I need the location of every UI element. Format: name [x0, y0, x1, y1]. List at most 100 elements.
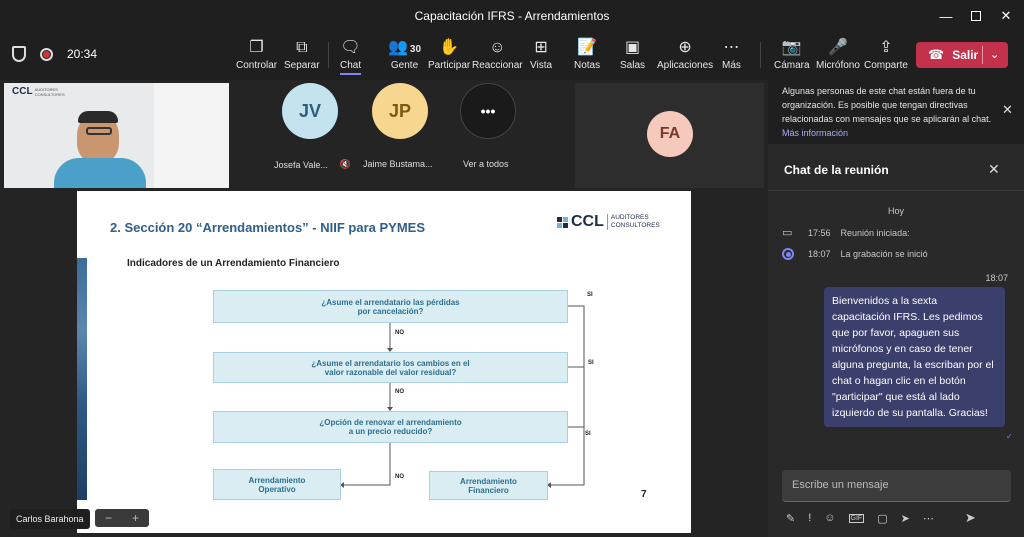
reaction-icon: ☺ — [489, 39, 506, 56]
format-icon[interactable]: ✎ — [786, 512, 796, 525]
loop-icon[interactable]: ➤ — [900, 512, 910, 525]
hangup-icon: ☎ — [928, 47, 945, 62]
microphone-button[interactable]: 🎤 Micrófono — [816, 38, 860, 78]
slide-side-bar — [77, 258, 87, 500]
popout-button[interactable]: ⧉ Separar — [284, 38, 320, 78]
chat-message-text: Bienvenidos a la sexta capacitación IFRS… — [832, 295, 994, 419]
flow-label-no: NO — [395, 474, 404, 480]
gif-icon[interactable]: GIF — [848, 513, 865, 523]
more-info-link[interactable]: Más información — [782, 128, 849, 138]
logo-sub2: CONSULTORES — [610, 222, 660, 229]
chat-message-bubble[interactable]: Bienvenidos a la sexta capacitación IFRS… — [824, 287, 1005, 427]
notes-button[interactable]: 📝 Notas — [574, 38, 600, 78]
participant-tile[interactable]: JP — [372, 83, 428, 139]
camera-button[interactable]: 📷 Cámara — [774, 38, 810, 78]
chat-event-row: 18:07 La grabación se inició — [782, 248, 928, 260]
avatar: JV — [282, 83, 338, 139]
chevron-down-icon[interactable]: ⌄ — [990, 49, 1000, 61]
logo-sub1: AUDITORES — [610, 214, 649, 221]
speaker-shirt — [54, 158, 146, 188]
view-label: Vista — [530, 60, 553, 71]
chat-message-input[interactable]: Escribe un mensaje — [782, 470, 1011, 502]
apps-button[interactable]: ⊕ Aplicaciones — [657, 38, 713, 78]
minimize-icon[interactable]: ― — [939, 8, 953, 24]
banner-message: Algunas personas de este chat están fuer… — [782, 86, 992, 124]
apps-icon: ⊕ — [678, 39, 692, 56]
event-text: La grabación se inició — [840, 249, 928, 259]
maximize-icon[interactable] — [958, 0, 994, 32]
people-button[interactable]: 👥30 Gente — [388, 38, 421, 78]
people-label: Gente — [390, 60, 419, 71]
chat-icon: 🗨 — [340, 39, 361, 56]
flow-label-si: SI — [585, 431, 591, 437]
sticker-icon[interactable]: ▢ — [877, 512, 888, 525]
external-users-banner: Algunas personas de este chat están fuer… — [768, 80, 1024, 144]
speaker-name-tag: Carlos Barahona — [10, 509, 90, 529]
toolbar-divider — [328, 42, 329, 68]
more-options-icon[interactable]: ⋯ — [922, 512, 934, 525]
chat-event-row: ▭ 17:56 Reunión iniciada: — [782, 226, 910, 239]
close-chat-icon[interactable]: ✕ — [988, 161, 1000, 177]
participant-name: Jaime Bustama... — [363, 159, 433, 169]
meeting-status: 20:34 — [12, 46, 97, 62]
more-label: Más — [722, 60, 741, 71]
important-icon[interactable]: ! — [808, 512, 812, 524]
send-icon[interactable]: ➤ — [964, 510, 976, 525]
rooms-button[interactable]: ▣ Salas — [620, 38, 645, 78]
people-icon: 👥30 — [388, 39, 422, 56]
chat-header-divider — [768, 190, 1024, 191]
meeting-timer: 20:34 — [67, 47, 98, 61]
more-button[interactable]: ⋯ Más — [722, 38, 741, 78]
notes-icon: 📝 — [577, 39, 598, 56]
emoji-icon[interactable]: ☺ — [824, 512, 836, 524]
more-icon: ••• — [460, 83, 516, 139]
raise-hand-button[interactable]: ✋ Participar — [428, 38, 470, 78]
event-time: 17:56 — [808, 227, 831, 238]
zoom-in-icon[interactable]: + — [131, 511, 139, 525]
flow-label-no: NO — [395, 330, 404, 336]
speaker-hair — [78, 111, 118, 123]
avatar: FA — [647, 111, 693, 157]
view-button[interactable]: ⊞ Vista — [530, 38, 552, 78]
share-button[interactable]: ⇪ Comparte — [864, 38, 908, 78]
banner-text: Algunas personas de este chat están fuer… — [782, 84, 997, 140]
leave-button[interactable]: ☎ Salir ⌄ — [916, 42, 1008, 68]
camera-label: Cámara — [774, 60, 810, 71]
close-window-icon[interactable]: ✕ — [1000, 8, 1012, 23]
recording-icon — [40, 47, 53, 61]
shared-slide: 2. Sección 20 “Arrendamientos” - NIIF pa… — [77, 191, 691, 533]
participant-tile-fa[interactable]: FA — [575, 83, 764, 188]
flowchart-connectors — [340, 305, 585, 488]
chat-button[interactable]: 🗨 Chat — [340, 38, 362, 78]
slide-page-number: 7 — [641, 489, 647, 500]
logo-mark-icon — [557, 216, 568, 228]
input-placeholder: Escribe un mensaje — [792, 479, 889, 491]
chat-label: Chat — [340, 60, 362, 75]
more-icon: ⋯ — [723, 39, 740, 56]
zoom-out-icon[interactable]: − — [104, 511, 112, 525]
zoom-controls: − + — [95, 509, 149, 527]
view-all-label[interactable]: Ver a todos — [463, 159, 509, 169]
raise-hand-label: Participar — [428, 60, 471, 71]
meeting-toolbar: 20:34 ❐ Controlar ⧉ Separar 🗨 Chat 👥30 G… — [0, 32, 1024, 80]
speaker-video[interactable]: CCL AUDITORES CONSULTORES — [4, 83, 229, 188]
message-time: 18:07 — [985, 273, 1008, 283]
reaction-button[interactable]: ☺ Reaccionar — [472, 38, 523, 78]
recording-started-icon — [782, 248, 794, 260]
flowchart-result-operativo: Arrendamiento Operativo — [213, 469, 341, 500]
view-icon: ⊞ — [534, 39, 548, 56]
flowchart-result-financiero: Arrendamiento Financiero — [429, 471, 548, 500]
people-count: 30 — [409, 44, 422, 55]
camera-off-icon: 📷 — [781, 39, 802, 56]
title-bar: Capacitación IFRS - Arrendamientos ― ✕ — [0, 0, 1024, 32]
view-all-tile[interactable]: ••• — [460, 83, 516, 139]
close-banner-icon[interactable]: ✕ — [1002, 102, 1013, 117]
control-button[interactable]: ❐ Controlar — [236, 38, 277, 78]
flow-label-si: SI — [588, 360, 594, 366]
rooms-label: Salas — [620, 60, 646, 71]
notes-label: Notas — [574, 60, 601, 71]
apps-label: Aplicaciones — [657, 60, 714, 71]
participant-tile[interactable]: JV — [282, 83, 338, 139]
avatar: JP — [372, 83, 428, 139]
background-window — [154, 83, 229, 188]
